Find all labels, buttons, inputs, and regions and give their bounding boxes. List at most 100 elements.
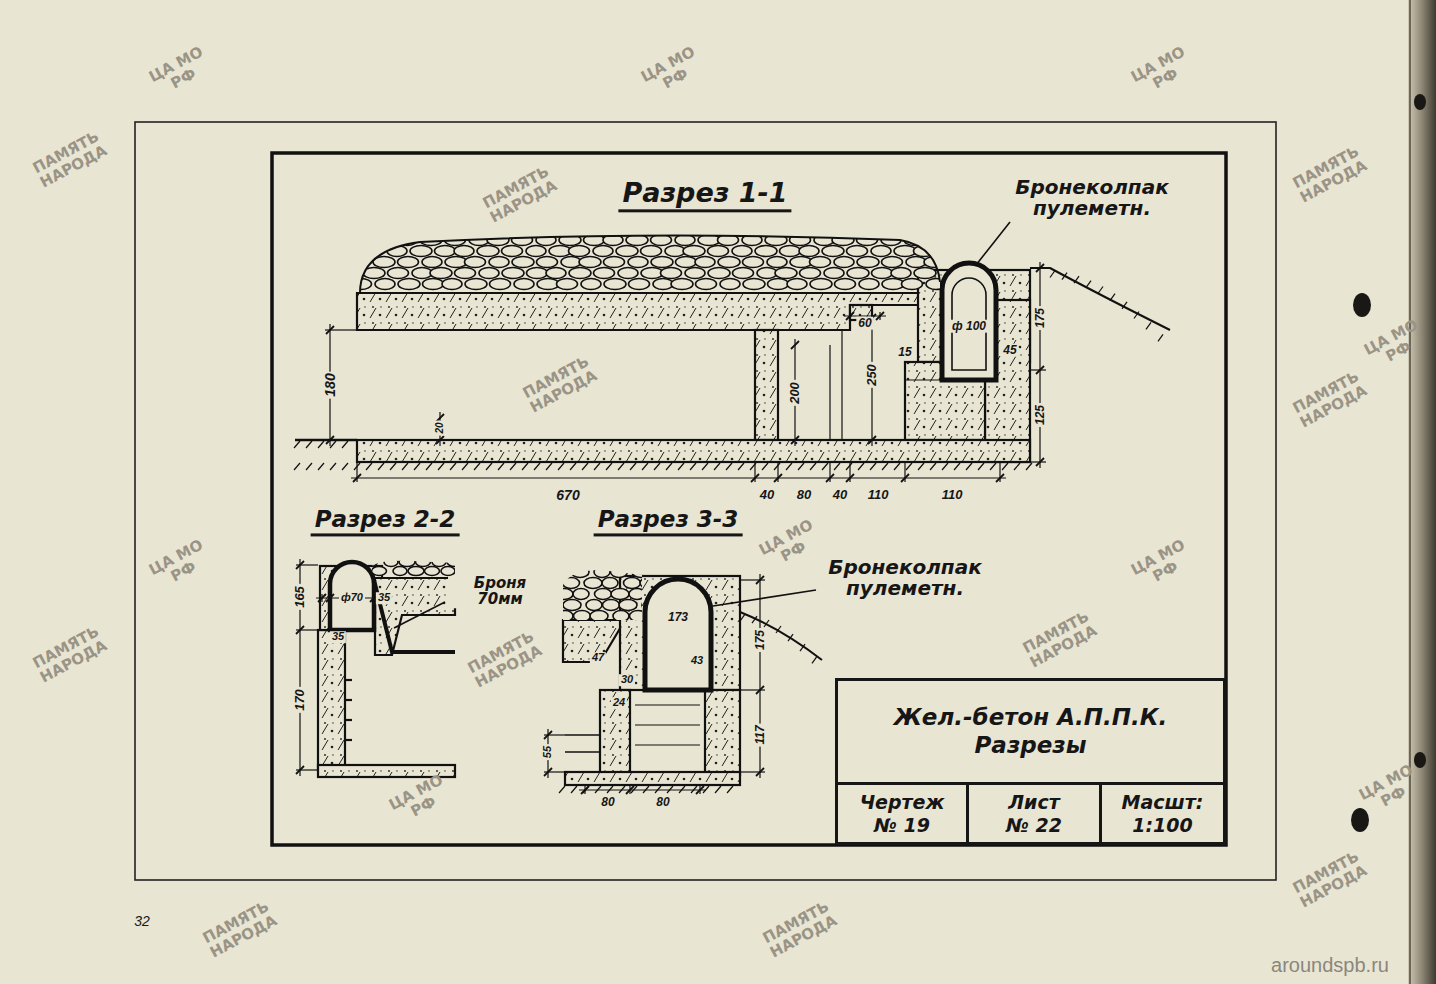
dimension-label: 117 bbox=[754, 723, 767, 746]
drawing-line bbox=[762, 463, 768, 470]
drawing-ellipse bbox=[938, 246, 958, 257]
drawing-ellipse bbox=[640, 578, 658, 589]
drawing-line bbox=[849, 312, 850, 320]
drawing-line bbox=[666, 463, 672, 470]
drawing-line bbox=[788, 634, 793, 641]
drawing-line bbox=[630, 463, 636, 470]
text-wrap: Жел.-бетон А.П.П.К.Разрезы bbox=[838, 681, 1223, 782]
drawing-line bbox=[834, 463, 840, 470]
drawing-line bbox=[373, 594, 374, 602]
drawing-ellipse bbox=[871, 246, 891, 257]
drawing-ellipse bbox=[780, 246, 801, 257]
drawing-path bbox=[360, 235, 940, 293]
drawing-ellipse bbox=[447, 558, 463, 567]
drawing-ellipse bbox=[616, 246, 638, 257]
drawing-ellipse bbox=[586, 600, 602, 611]
drawing-ellipse bbox=[595, 589, 612, 600]
drawing-ellipse bbox=[490, 279, 511, 290]
title-subtext: Разрезы bbox=[975, 732, 1087, 760]
drawing-line bbox=[1146, 322, 1151, 329]
drawing-line bbox=[306, 441, 312, 448]
drawing-line bbox=[1050, 271, 1055, 278]
drawing-line bbox=[786, 463, 792, 470]
drawing-ellipse bbox=[590, 611, 608, 622]
drawing-rect bbox=[705, 690, 740, 775]
drawing-ellipse bbox=[619, 600, 637, 611]
watermark: ЦА МО РФ bbox=[1116, 530, 1208, 599]
drawing-line bbox=[822, 463, 828, 470]
callout-label: Бронеколпак пулеметн. bbox=[1003, 177, 1182, 219]
drawing-line bbox=[930, 463, 936, 470]
drawing-line bbox=[1039, 262, 1040, 468]
drawing-line bbox=[510, 463, 516, 470]
drawing-ellipse bbox=[584, 578, 602, 589]
drawing-ellipse bbox=[847, 268, 869, 279]
callout-label: Броня 70мм bbox=[448, 576, 552, 608]
drawing-ellipse bbox=[629, 589, 645, 600]
drawing-ellipse bbox=[1351, 808, 1369, 832]
drawing-ellipse bbox=[420, 235, 442, 246]
drawing-ellipse bbox=[718, 257, 740, 268]
drawing-ellipse bbox=[425, 567, 440, 576]
drawing-line bbox=[667, 786, 673, 793]
drawing-line bbox=[954, 463, 960, 470]
drawing-line bbox=[691, 786, 697, 793]
drawing-ellipse bbox=[768, 279, 789, 290]
drawing-line bbox=[356, 462, 357, 482]
dimension-label: 165 bbox=[293, 584, 307, 610]
drawing-ellipse bbox=[882, 257, 903, 268]
drawing-line bbox=[764, 620, 769, 627]
drawing-ellipse bbox=[594, 567, 610, 578]
drawing-rect bbox=[272, 153, 1226, 845]
drawing-line bbox=[618, 463, 624, 470]
watermark: ПАМЯТЬ НАРОДА bbox=[1284, 845, 1376, 914]
drawing-path bbox=[1030, 268, 1170, 330]
drawing-ellipse bbox=[355, 567, 371, 576]
drawing-ellipse bbox=[611, 589, 629, 600]
drawing-ellipse bbox=[465, 257, 486, 268]
dimension-label: 43 bbox=[689, 655, 705, 667]
drawing-ellipse bbox=[799, 246, 819, 257]
drawing-path bbox=[330, 562, 374, 630]
drawing-ellipse bbox=[372, 567, 387, 576]
drawing-line bbox=[690, 463, 696, 470]
drawing-ellipse bbox=[526, 246, 546, 257]
dimension-label: 40 bbox=[758, 488, 776, 502]
drawing-line bbox=[570, 463, 576, 470]
drawing-line bbox=[829, 462, 830, 482]
drawing-line bbox=[498, 463, 504, 470]
watermark: ЦА МО РФ bbox=[626, 37, 718, 106]
dimension-label: 110 bbox=[866, 488, 891, 502]
drawing-ellipse bbox=[350, 257, 370, 268]
drawing-ellipse bbox=[569, 246, 590, 257]
drawing-g bbox=[355, 558, 463, 576]
watermark: ПАМЯТЬ НАРОДА bbox=[24, 125, 116, 194]
dimension-label: 175 bbox=[1034, 306, 1047, 330]
drawing-ellipse bbox=[665, 246, 685, 257]
drawing-line bbox=[474, 463, 480, 470]
drawing-line bbox=[800, 644, 805, 651]
drawing-line bbox=[390, 463, 396, 470]
drawing-line bbox=[966, 463, 972, 470]
drawing-line bbox=[715, 786, 721, 793]
dimension-label: 35 bbox=[330, 631, 346, 643]
drawing-line bbox=[522, 463, 528, 470]
drawing-ellipse bbox=[479, 268, 499, 279]
drawing-ellipse bbox=[416, 558, 431, 567]
drawing-line bbox=[1026, 463, 1032, 470]
drawing-ellipse bbox=[465, 279, 487, 290]
drawing-line bbox=[750, 463, 756, 470]
drawing-line bbox=[655, 786, 661, 793]
drawing-line bbox=[791, 436, 799, 444]
drawing-line bbox=[438, 463, 444, 470]
drawing-ellipse bbox=[630, 611, 647, 622]
drawing-ellipse bbox=[810, 257, 831, 268]
drawing-ellipse bbox=[822, 246, 844, 257]
drawing-line bbox=[426, 463, 432, 470]
title-text: Жел.-бетон А.П.П.К. bbox=[894, 704, 1168, 732]
drawing-ellipse bbox=[732, 246, 752, 257]
dimension-label: 173 bbox=[666, 611, 690, 624]
drawing-ellipse bbox=[642, 600, 658, 611]
drawing-line bbox=[1158, 334, 1163, 341]
drawing-line bbox=[791, 341, 799, 349]
